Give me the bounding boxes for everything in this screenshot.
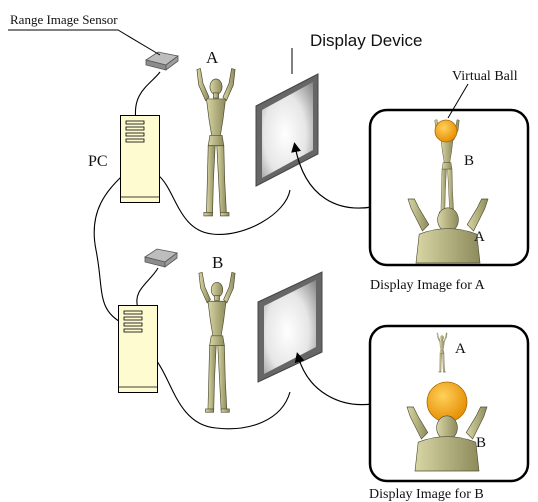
person-b-label: B	[212, 253, 223, 272]
range-sensor-bottom	[144, 248, 178, 268]
panel-a-remote-label: B	[464, 153, 474, 169]
sensor-callout-line	[8, 29, 161, 56]
person-b-figure	[198, 272, 236, 413]
virtual-ball-label: Virtual Ball	[452, 69, 518, 84]
cable-sensor-pc-bottom	[136, 267, 159, 309]
display-image-a-panel	[368, 108, 530, 267]
cable-pc-display-bottom	[155, 359, 291, 430]
virtual-ball-callout	[447, 83, 469, 119]
person-a-label: A	[206, 48, 219, 67]
display-device-top	[255, 73, 319, 187]
panel-b-local-label: B	[476, 435, 486, 451]
cables	[93, 71, 291, 430]
cable-pc-pc	[93, 175, 125, 325]
panel-a-local-label: A	[474, 229, 485, 245]
arrow-panel-a-to-display	[291, 142, 373, 209]
arrow-panel-b-to-display	[294, 352, 373, 406]
pc-top	[120, 115, 160, 203]
person-a-figure	[196, 68, 236, 217]
range-sensor-top	[145, 51, 179, 71]
caption-display-image-b: Display Image for B	[369, 487, 484, 502]
display-device-label: Display Device	[310, 31, 422, 50]
cable-pc-display-top	[157, 174, 291, 235]
pc-bottom	[118, 305, 158, 393]
pc-label: PC	[88, 153, 108, 170]
panel-b-remote-label: A	[455, 341, 466, 357]
virtual-ball-icon	[434, 119, 458, 143]
display-device-bottom	[257, 271, 323, 383]
cable-sensor-pc-top	[134, 71, 161, 121]
caption-display-image-a: Display Image for A	[370, 278, 486, 293]
display-image-b-panel	[368, 324, 530, 483]
range-sensor-label: Range Image Sensor	[10, 12, 118, 27]
